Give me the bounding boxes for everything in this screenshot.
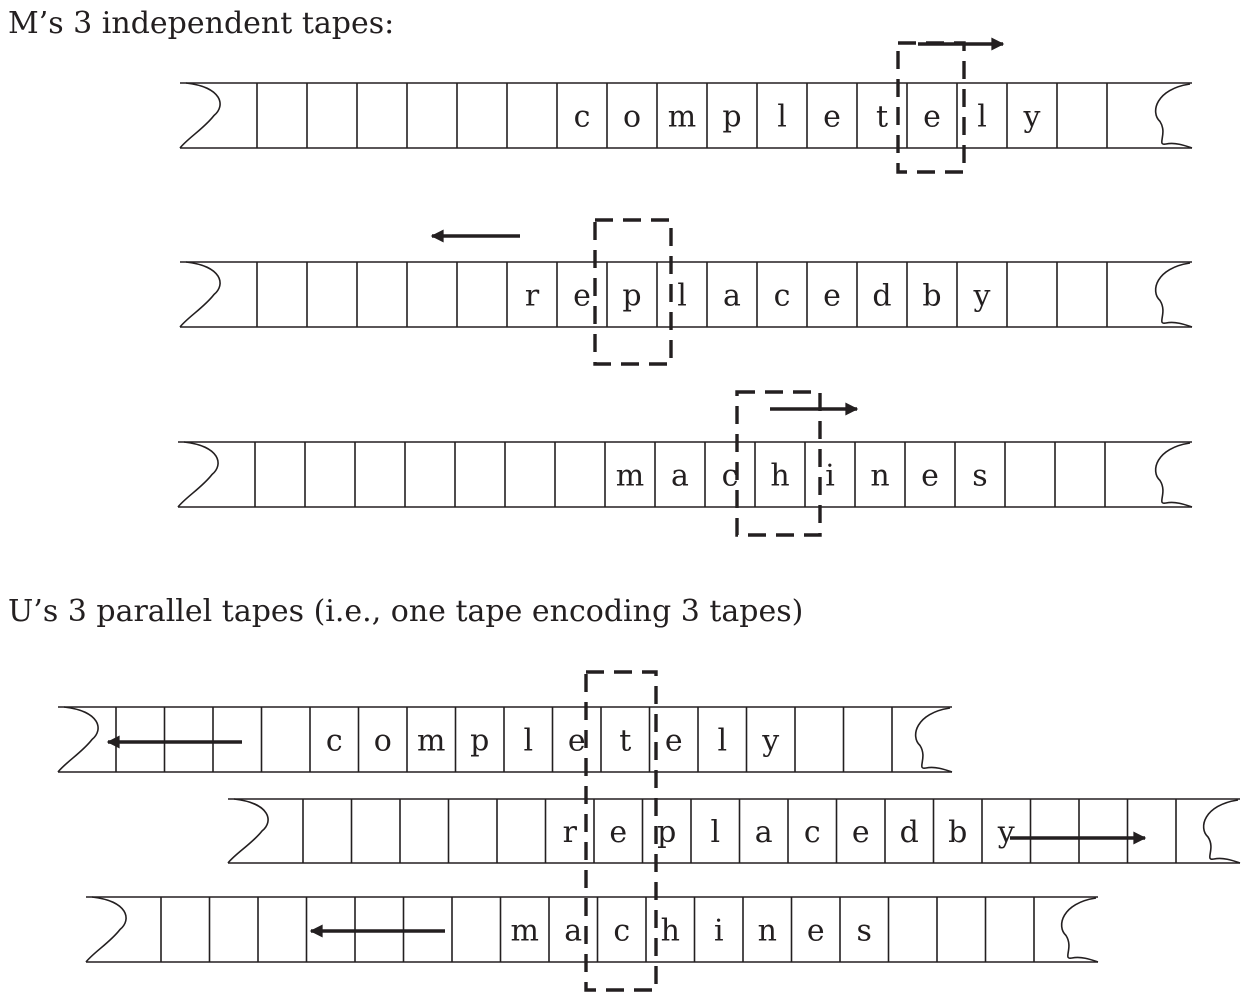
independent-tapes-heading: M’s 3 independent tapes:	[8, 6, 394, 41]
track-1-cell-symbol: m	[417, 724, 445, 759]
tape-1-cell-symbol: e	[923, 100, 941, 135]
track-2-cell-symbol: e	[609, 815, 627, 850]
track-1-cell-symbol: e	[665, 724, 683, 759]
track-2-cell-symbol: e	[852, 815, 870, 850]
tape-1-cell-symbol: m	[668, 100, 696, 135]
track-1-cell-symbol: y	[761, 724, 779, 759]
track-2-cell-symbol: c	[804, 815, 821, 850]
track-3-right-torn-end	[1060, 897, 1099, 963]
tape-3-cell-symbol: c	[722, 459, 739, 494]
tape-2-cell-symbol: y	[973, 279, 991, 314]
tape-1-cell-symbol: p	[722, 100, 741, 135]
tape-3-left-torn-end	[177, 441, 219, 508]
tape-3-cell-symbol: i	[825, 459, 835, 494]
track-2-cell-symbol: p	[657, 815, 676, 850]
track-1-left-torn-end	[57, 706, 99, 773]
tape-2-cell-symbol: e	[573, 279, 591, 314]
tape-2-cell-symbol: l	[677, 279, 687, 314]
parallel-tapes-heading: U’s 3 parallel tapes (i.e., one tape enc…	[8, 594, 803, 629]
tape-2-cell-symbol: e	[823, 279, 841, 314]
tape-3-cell-symbol: n	[870, 459, 889, 494]
tape-1-cell-symbol: o	[623, 100, 641, 135]
tape-3-head-marker	[735, 390, 822, 537]
tape-1-cell-symbol: e	[823, 100, 841, 135]
tape-1-right-torn-end	[1154, 83, 1193, 149]
track-2-left-torn-end	[227, 798, 269, 864]
tape-2-cell-symbol: r	[525, 279, 540, 314]
tape-3-right-torn-end	[1154, 442, 1193, 508]
track-1-cell-symbol: t	[619, 724, 631, 759]
tape-3-cell-symbol: e	[921, 459, 939, 494]
tape-1-cell-symbol: y	[1023, 100, 1041, 135]
track-2-cell-symbol: d	[900, 815, 919, 850]
tape-2-cell-symbol: b	[922, 279, 941, 314]
track-2-cell-symbol: b	[948, 815, 967, 850]
track-1-cell-symbol: c	[326, 724, 343, 759]
track-3-cell-symbol: e	[807, 914, 825, 949]
track-1-cell-symbol: l	[717, 724, 727, 759]
tape-2-cell-symbol: a	[723, 279, 741, 314]
track-2-cell-symbol: r	[563, 815, 578, 850]
track-1-cell-symbol: e	[568, 724, 586, 759]
tape-2-head-marker	[593, 218, 673, 366]
track-3-cell-symbol: h	[661, 914, 680, 949]
track-1-cell-symbol: o	[374, 724, 392, 759]
track-1-right-torn-end	[914, 707, 953, 773]
tape-3-cell-symbol: s	[972, 459, 987, 494]
tape-2-cell-symbol: c	[774, 279, 791, 314]
track-3-cell-symbol: m	[511, 914, 539, 949]
heads-layer	[106, 37, 1147, 992]
tape-2-left-torn-end	[179, 261, 221, 328]
tape-2-right-torn-end	[1154, 262, 1193, 328]
track-3-cell-symbol: a	[564, 914, 582, 949]
track-3-left-torn-end	[85, 896, 127, 963]
tape-1-left-torn-end	[179, 82, 221, 149]
track-2-cell-symbol: l	[710, 815, 720, 850]
track-2-cell-symbol: a	[755, 815, 773, 850]
tape-3-cell-symbol: a	[671, 459, 689, 494]
tape-1-cell-symbol: t	[876, 100, 888, 135]
tape-1-cell-symbol: l	[777, 100, 787, 135]
track-3-cell-symbol: n	[758, 914, 777, 949]
parallel-head-marker	[584, 670, 658, 992]
track-3-cell-symbol: c	[613, 914, 630, 949]
tape-3-cell-symbol: m	[616, 459, 644, 494]
track-3-cell-symbol: s	[857, 914, 872, 949]
tape-2-cell-symbol: p	[622, 279, 641, 314]
tape-3-cell-symbol: h	[770, 459, 789, 494]
track-2-right-torn-end	[1202, 799, 1241, 864]
track-1-cell-symbol: p	[470, 724, 489, 759]
track-2-cell-symbol: y	[997, 815, 1015, 850]
tape-1-cell-symbol: l	[977, 100, 987, 135]
tape-1-cell-symbol: c	[574, 100, 591, 135]
tape-2-cell-symbol: d	[872, 279, 891, 314]
track-3-cell-symbol: i	[714, 914, 724, 949]
track-1-cell-symbol: l	[523, 724, 533, 759]
